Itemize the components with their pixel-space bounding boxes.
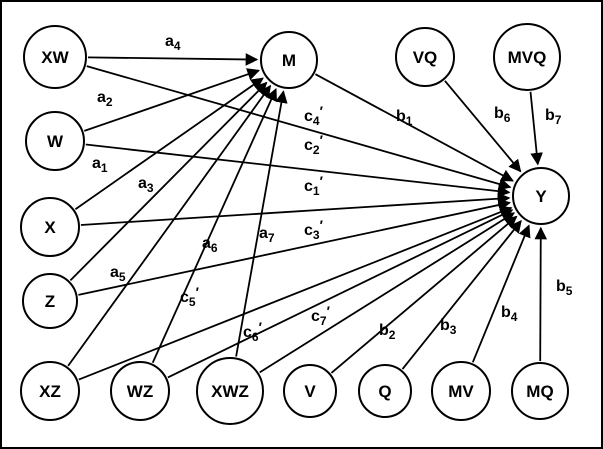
node-circle-Z — [22, 273, 78, 329]
edge-label-c7-prime: c7′ — [311, 303, 331, 328]
node-VQ: VQ — [395, 27, 455, 87]
node-label-MV: MV — [448, 382, 474, 401]
node-Y: Y — [512, 167, 570, 225]
node-label-V: V — [304, 382, 316, 401]
node-MQ: MQ — [511, 362, 569, 420]
node-label-M: M — [282, 51, 296, 70]
edge-label-a5: a5 — [110, 264, 126, 284]
node-circle-XZ — [20, 361, 80, 421]
edge-label-c1-prime: c1′ — [304, 173, 324, 198]
node-label-MQ: MQ — [526, 382, 553, 401]
node-circle-Y — [512, 167, 570, 225]
node-label-WZ: WZ — [127, 382, 153, 401]
node-circle-XW — [23, 25, 87, 89]
node-circle-MV — [431, 361, 491, 421]
node-circle-X — [20, 197, 80, 257]
node-Z: Z — [22, 273, 78, 329]
edge-XW-to-Y — [86, 65, 512, 191]
node-XW: XW — [23, 25, 87, 89]
node-V: V — [283, 364, 337, 418]
edge-W-to-M — [84, 68, 260, 132]
edge-label-b2: b2 — [379, 322, 396, 342]
edge-labels-layer: a1 a2 a3 a4 a5 a6 a7 b1 b2 b3 b4 b5 b6 b7 c1′ c2′ c3′ c4′… — [92, 33, 573, 344]
edge-label-a3: a3 — [138, 175, 154, 195]
edge-MVQ-to-Y — [529, 91, 543, 166]
edge-W-to-Y — [85, 143, 511, 198]
edge-Q-to-Y — [401, 220, 522, 370]
node-circle-M — [260, 31, 318, 89]
edge-label-b1: b1 — [396, 108, 413, 128]
node-circle-Q — [358, 364, 412, 418]
node-label-VQ: VQ — [413, 48, 438, 67]
node-circle-W — [25, 111, 85, 171]
edge-XW-to-M — [87, 53, 259, 66]
node-circle-MQ — [511, 362, 569, 420]
edge-label-c4-prime: c4′ — [304, 103, 324, 128]
edge-label-a1: a1 — [92, 155, 108, 175]
edge-label-b6: b6 — [494, 105, 511, 125]
edge-label-c3-prime: c3′ — [304, 217, 324, 242]
edge-label-c5-prime: c5′ — [180, 284, 200, 309]
edges-layer — [67, 53, 548, 381]
edge-XZ-to-Y — [78, 206, 513, 381]
node-circle-VQ — [395, 27, 455, 87]
node-Q: Q — [358, 364, 412, 418]
node-label-Q: Q — [378, 382, 391, 401]
node-M: M — [260, 31, 318, 89]
edge-label-a2: a2 — [97, 89, 113, 109]
edge-label-a6: a6 — [202, 235, 218, 255]
edge-WZ-to-Y — [167, 209, 514, 379]
node-X: X — [20, 197, 80, 257]
node-XWZ: XWZ — [196, 357, 264, 425]
edge-label-b3: b3 — [440, 317, 457, 337]
node-label-Y: Y — [535, 187, 547, 206]
edge-MQ-to-Y — [534, 226, 548, 362]
edge-Z-to-Y — [78, 198, 511, 296]
edge-X-to-Y — [80, 192, 511, 226]
edge-label-a4: a4 — [165, 33, 181, 53]
node-label-MVQ: MVQ — [508, 48, 547, 67]
edge-Z-to-M — [69, 81, 268, 282]
node-MV: MV — [431, 361, 491, 421]
node-label-Z: Z — [45, 292, 55, 311]
node-circle-XWZ — [196, 357, 264, 425]
node-label-XZ: XZ — [39, 382, 61, 401]
node-circle-WZ — [110, 361, 170, 421]
node-label-XW: XW — [41, 48, 69, 67]
node-label-XWZ: XWZ — [211, 382, 249, 401]
edge-XZ-to-M — [67, 84, 272, 367]
edge-label-b7: b7 — [545, 107, 562, 127]
edge-label-b5: b5 — [556, 278, 573, 298]
edge-XWZ-to-M — [235, 90, 288, 357]
edge-V-to-Y — [330, 215, 518, 374]
edge-XWZ-to-Y — [259, 212, 515, 374]
edge-label-a7: a7 — [259, 225, 275, 245]
edge-label-c6-prime: c6′ — [243, 319, 263, 344]
edge-X-to-M — [74, 77, 264, 210]
node-MVQ: MVQ — [493, 23, 561, 91]
node-circle-MVQ — [493, 23, 561, 91]
edge-label-b4: b4 — [501, 304, 518, 324]
edge-VQ-to-Y — [444, 80, 522, 173]
edge-MV-to-Y — [471, 224, 531, 363]
node-circle-V — [283, 364, 337, 418]
node-label-W: W — [47, 132, 64, 151]
node-W: W — [25, 111, 85, 171]
edge-label-c2-prime: c2′ — [304, 132, 324, 157]
node-label-X: X — [44, 218, 56, 237]
node-XZ: XZ — [20, 361, 80, 421]
edge-M-to-Y — [314, 73, 514, 182]
edge-WZ-to-M — [151, 88, 277, 364]
node-WZ: WZ — [110, 361, 170, 421]
